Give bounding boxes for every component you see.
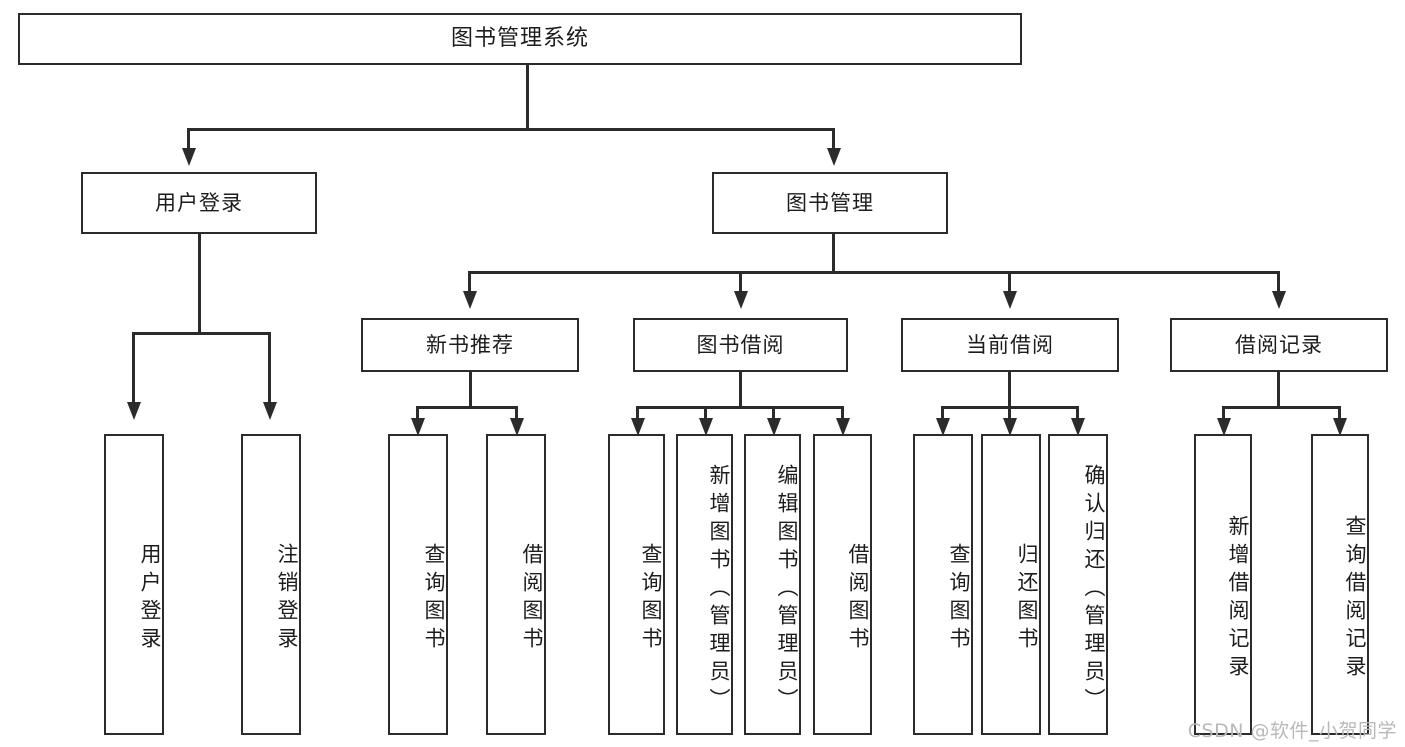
leaf-label: 查询图书 xyxy=(947,542,971,655)
connector-recommend-stem xyxy=(469,372,472,408)
connector-level3-drop-3 xyxy=(1008,271,1011,293)
arrowhead-user-login xyxy=(182,148,196,166)
leaf-borrow-book-recommend[interactable]: 借阅图书 xyxy=(486,434,546,735)
node-book-borrow[interactable]: 图书借阅 xyxy=(633,318,848,372)
connector-bookmanage-stem xyxy=(832,234,835,274)
leaf-label: 新增图书（管理员） xyxy=(707,463,731,716)
arrowhead-borrow-record xyxy=(1272,291,1286,309)
arrowhead-record-leaf-1 xyxy=(1217,418,1231,436)
connector-root-bus xyxy=(187,128,835,131)
arrowhead-borrow-leaf-3 xyxy=(767,418,781,436)
leaf-label: 借阅图书 xyxy=(846,542,870,655)
leaf-label: 查询图书 xyxy=(422,542,446,655)
arrowhead-current-leaf-1 xyxy=(936,418,950,436)
node-current-borrow[interactable]: 当前借阅 xyxy=(901,318,1119,372)
leaf-label: 用户登录 xyxy=(138,542,162,655)
node-label: 图书管理 xyxy=(786,190,874,215)
leaf-query-book-recommend[interactable]: 查询图书 xyxy=(388,434,448,735)
connector-record-drop-1 xyxy=(1222,406,1225,420)
arrowhead-current-borrow xyxy=(1003,291,1017,309)
leaf-label: 查询图书 xyxy=(639,542,663,655)
connector-level3-drop-4 xyxy=(1277,271,1280,293)
arrowhead-borrow-leaf-1 xyxy=(631,418,645,436)
connector-borrow-drop-4 xyxy=(841,406,844,420)
leaf-user-login[interactable]: 用户登录 xyxy=(104,434,164,735)
connector-borrow-stem xyxy=(739,372,742,408)
connector-current-drop-1 xyxy=(941,406,944,420)
connector-borrow-drop-3 xyxy=(772,406,775,420)
arrowhead-leaf-logout xyxy=(263,402,277,420)
connector-record-drop-2 xyxy=(1338,406,1341,420)
connector-current-drop-2 xyxy=(1008,406,1011,420)
connector-root-stem xyxy=(526,65,529,130)
leaf-query-book-borrow[interactable]: 查询图书 xyxy=(608,434,665,735)
node-root-system[interactable]: 图书管理系统 xyxy=(18,13,1022,65)
node-label: 借阅记录 xyxy=(1235,332,1323,357)
node-label: 新书推荐 xyxy=(426,332,514,357)
leaf-label: 借阅图书 xyxy=(520,542,544,655)
connector-userlogin-stem xyxy=(198,234,201,334)
connector-borrow-drop-2 xyxy=(704,406,707,420)
connector-bookmanage-bus xyxy=(468,271,1280,274)
leaf-label: 注销登录 xyxy=(275,542,299,655)
node-new-book-recommend[interactable]: 新书推荐 xyxy=(361,318,579,372)
leaf-query-book-current[interactable]: 查询图书 xyxy=(913,434,973,735)
connector-level3-drop-1 xyxy=(468,271,471,293)
node-label: 用户登录 xyxy=(155,190,243,215)
connector-recommend-drop-2 xyxy=(515,406,518,420)
connector-root-drop-2 xyxy=(832,128,835,150)
connector-record-bus xyxy=(1222,406,1341,409)
node-label: 图书管理系统 xyxy=(450,26,589,52)
leaf-add-book-admin[interactable]: 新增图书（管理员） xyxy=(676,434,733,735)
connector-borrow-drop-1 xyxy=(636,406,639,420)
leaf-borrow-book[interactable]: 借阅图书 xyxy=(813,434,872,735)
connector-recommend-bus xyxy=(416,406,518,409)
leaf-query-borrow-record[interactable]: 查询借阅记录 xyxy=(1311,434,1369,735)
leaf-label: 新增借阅记录 xyxy=(1226,514,1250,683)
arrowhead-record-leaf-2 xyxy=(1333,418,1347,436)
connector-current-drop-3 xyxy=(1076,406,1079,420)
arrowhead-current-leaf-3 xyxy=(1071,418,1085,436)
connector-record-stem xyxy=(1277,372,1280,408)
leaf-label: 确认归还（管理员） xyxy=(1082,463,1106,716)
leaf-label: 查询借阅记录 xyxy=(1343,514,1367,683)
arrowhead-borrow-leaf-2 xyxy=(699,418,713,436)
arrowhead-new-book-recommend xyxy=(463,291,477,309)
connector-current-stem xyxy=(1008,372,1011,408)
node-label: 图书借阅 xyxy=(696,332,785,357)
leaf-add-borrow-record[interactable]: 新增借阅记录 xyxy=(1194,434,1252,735)
connector-userlogin-drop-1 xyxy=(132,332,135,404)
node-book-management[interactable]: 图书管理 xyxy=(712,172,948,234)
arrowhead-leaf-user-login xyxy=(127,402,141,420)
node-user-login[interactable]: 用户登录 xyxy=(81,172,317,234)
connector-userlogin-bus xyxy=(132,332,271,335)
leaf-return-book[interactable]: 归还图书 xyxy=(981,434,1041,735)
leaf-label: 归还图书 xyxy=(1015,542,1039,655)
connector-userlogin-drop-2 xyxy=(268,332,271,404)
arrowhead-book-manage xyxy=(827,148,841,166)
watermark-text: CSDN @软件_小贺同学 xyxy=(1187,720,1397,742)
connector-borrow-bus xyxy=(636,406,843,409)
node-borrow-record[interactable]: 借阅记录 xyxy=(1170,318,1388,372)
node-label: 当前借阅 xyxy=(966,332,1054,357)
arrowhead-recommend-leaf-2 xyxy=(510,418,524,436)
connector-level3-drop-2 xyxy=(739,271,742,293)
arrowhead-book-borrow xyxy=(734,291,748,309)
leaf-confirm-return-admin[interactable]: 确认归还（管理员） xyxy=(1048,434,1108,735)
arrowhead-borrow-leaf-4 xyxy=(836,418,850,436)
arrowhead-recommend-leaf-1 xyxy=(411,418,425,436)
leaf-label: 编辑图书（管理员） xyxy=(775,463,799,716)
connector-recommend-drop-1 xyxy=(416,406,419,420)
arrowhead-current-leaf-2 xyxy=(1003,418,1017,436)
leaf-edit-book-admin[interactable]: 编辑图书（管理员） xyxy=(744,434,801,735)
connector-root-drop-1 xyxy=(187,128,190,150)
leaf-logout[interactable]: 注销登录 xyxy=(241,434,301,735)
